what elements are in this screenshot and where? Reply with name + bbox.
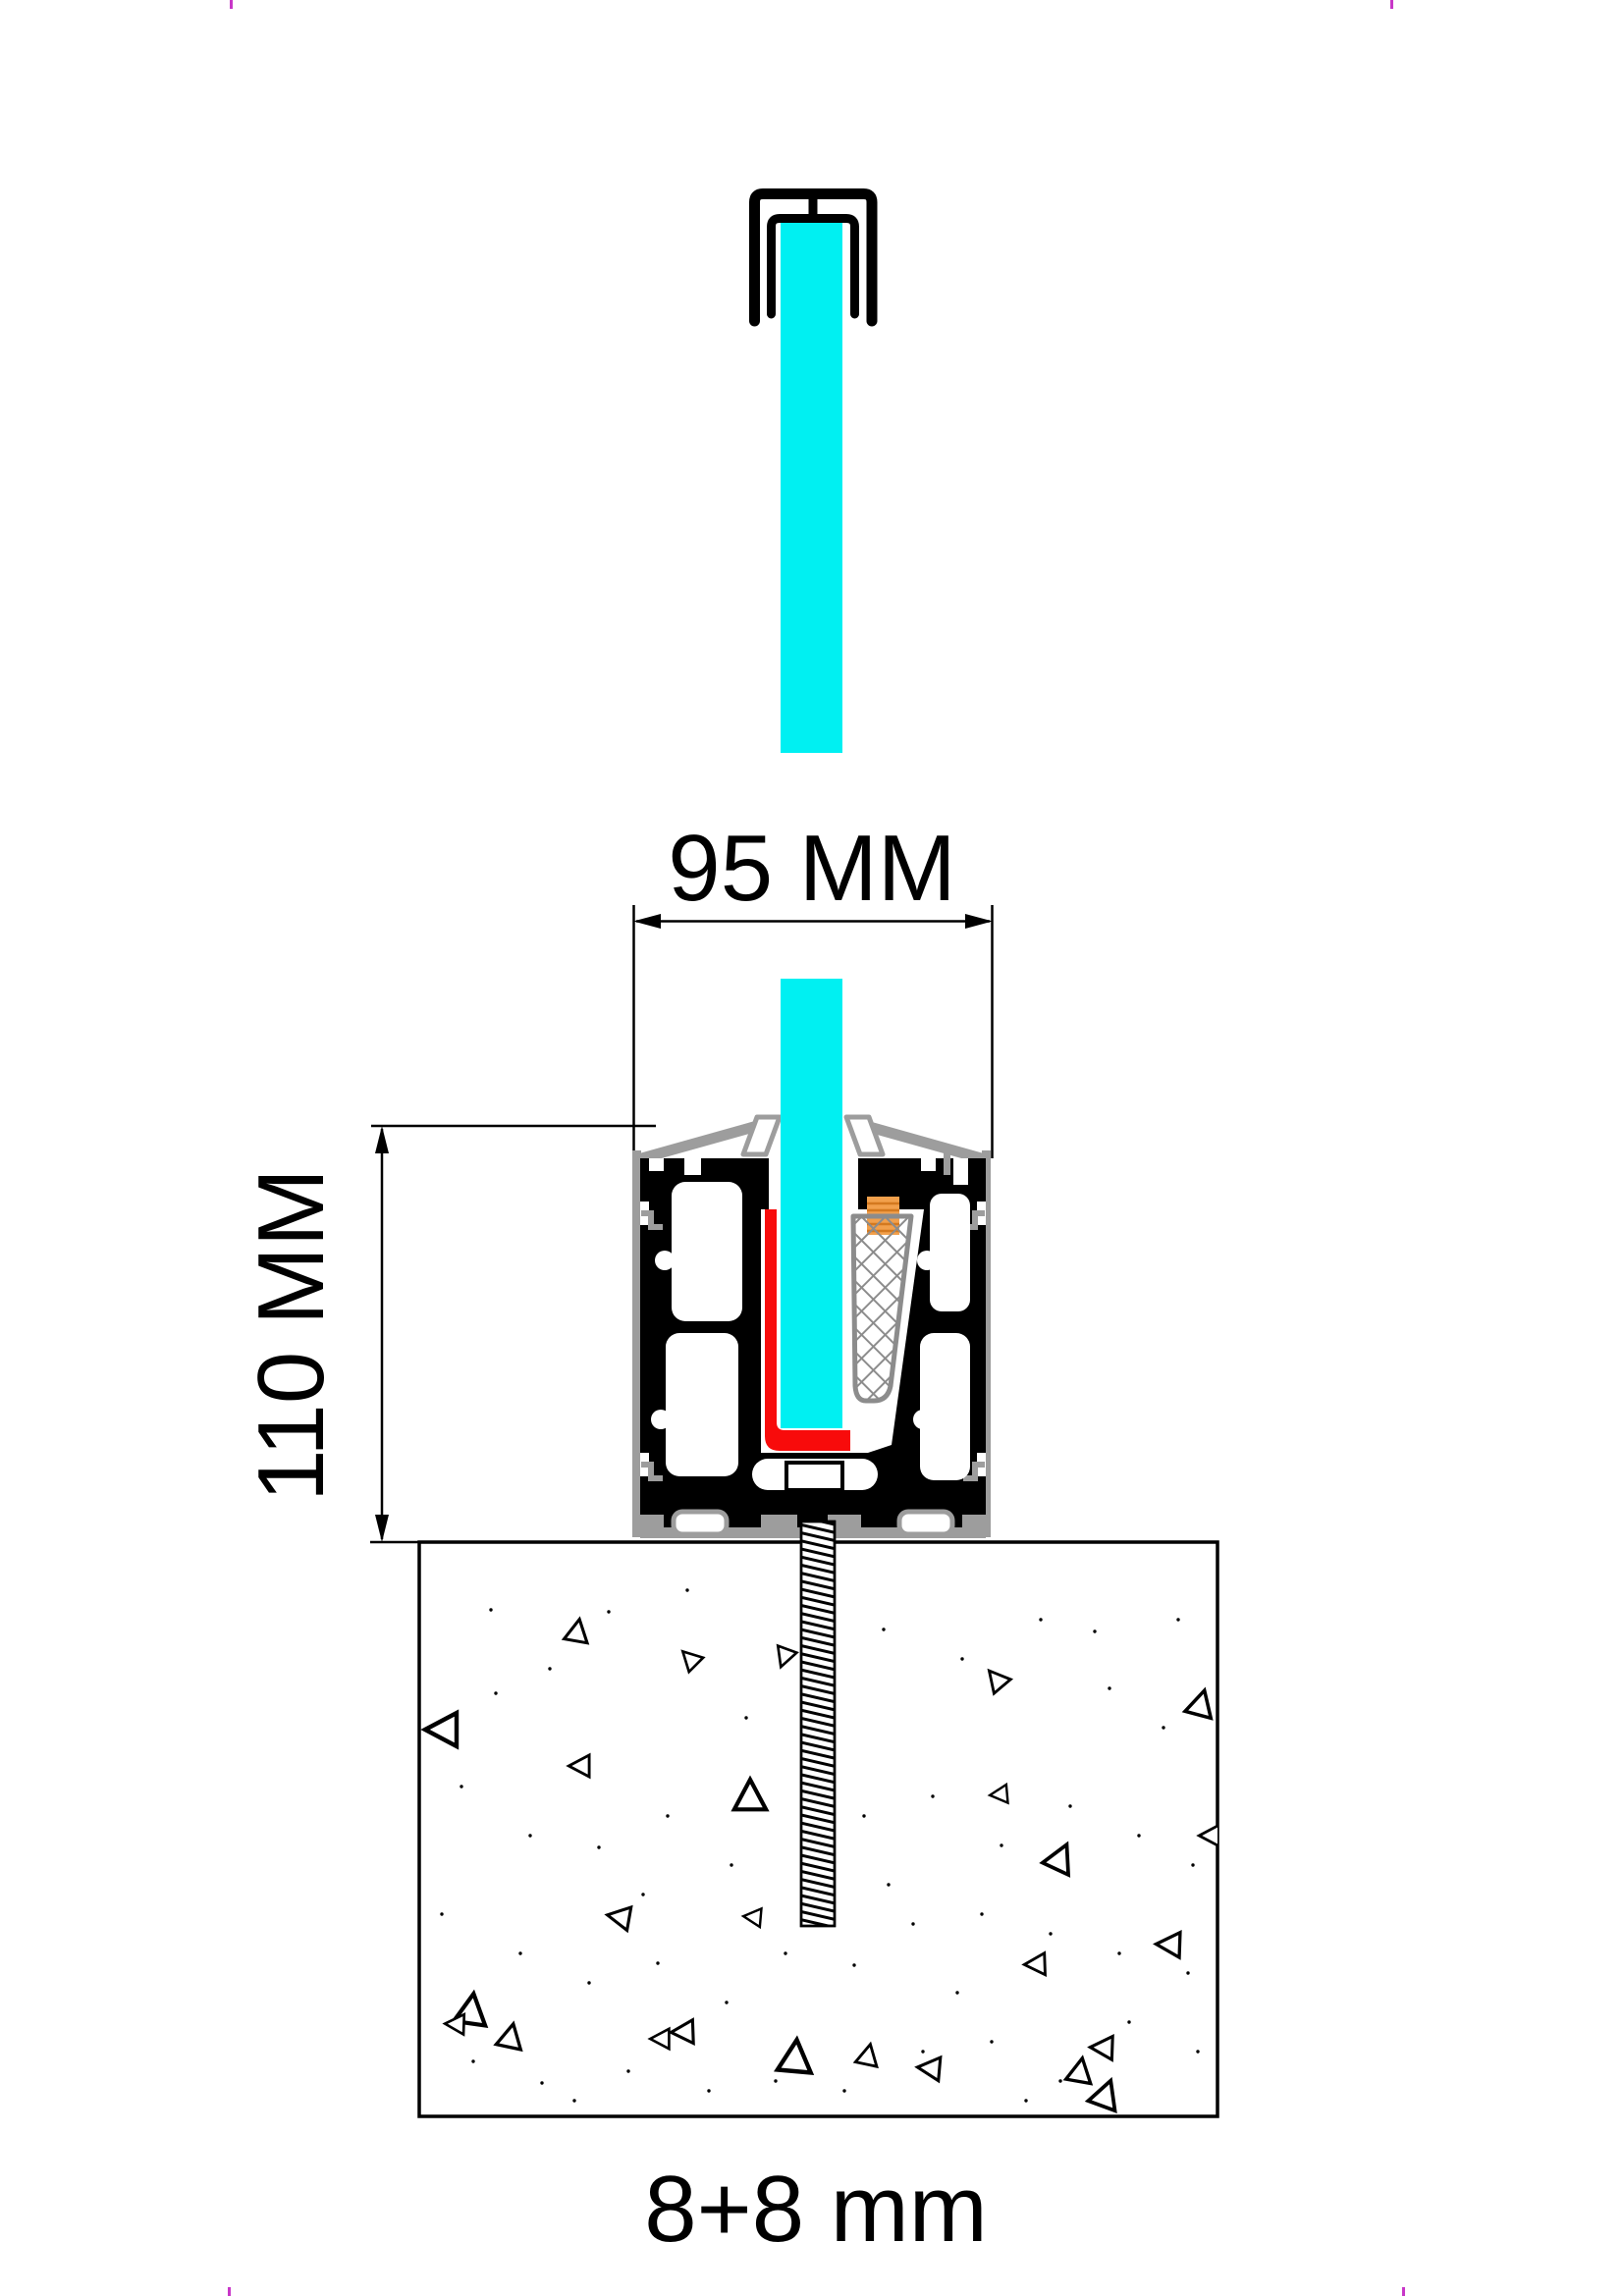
dimension-95: 95 MM [632, 816, 994, 1158]
cover-side-left [632, 1150, 641, 1537]
handrail-cap-profile [749, 188, 878, 327]
support-foot-left [671, 1509, 730, 1537]
dimension-110: 110 MM [239, 1124, 656, 1544]
top-notches [649, 1158, 968, 1185]
dimension-110-label: 110 MM [239, 1168, 344, 1502]
chamber-upper-right [930, 1194, 970, 1311]
glazing-clip-left [740, 1114, 783, 1157]
chamber-lower-left [666, 1333, 738, 1476]
screw-port [913, 1410, 933, 1429]
support-foot-right [896, 1509, 955, 1537]
extrusion-chambers [651, 1182, 970, 1480]
bolt-head [784, 1461, 844, 1492]
anchor-rod [799, 1520, 837, 1928]
base-profile [632, 979, 991, 1538]
chamber-lower-right [920, 1333, 970, 1480]
glass-panel-lower [781, 979, 842, 1428]
chamber-upper-left [672, 1182, 742, 1321]
glazing-clip-right [843, 1114, 886, 1157]
screw-port [651, 1410, 671, 1429]
aggregate-dots [440, 1588, 1200, 2103]
glass-gasket [765, 1209, 850, 1451]
glass-thickness-label: 8+8 mm [644, 2157, 987, 2262]
dimension-95-label: 95 MM [668, 816, 955, 921]
arrowhead-bottom [375, 1515, 389, 1542]
cover-side-right [982, 1150, 991, 1537]
registration-marks [228, 0, 1405, 2296]
cover-cladding [632, 1114, 991, 1537]
arrowhead-left [633, 914, 661, 929]
glass-panel-upper [781, 223, 842, 753]
screw-port [917, 1251, 937, 1270]
arrowhead-top [375, 1126, 389, 1153]
arrowhead-right [965, 914, 993, 929]
cover-fixing-pin [944, 1151, 950, 1175]
clamping-wedge [850, 1213, 914, 1404]
screw-port [655, 1251, 675, 1270]
concrete-texture [425, 1588, 1217, 2112]
